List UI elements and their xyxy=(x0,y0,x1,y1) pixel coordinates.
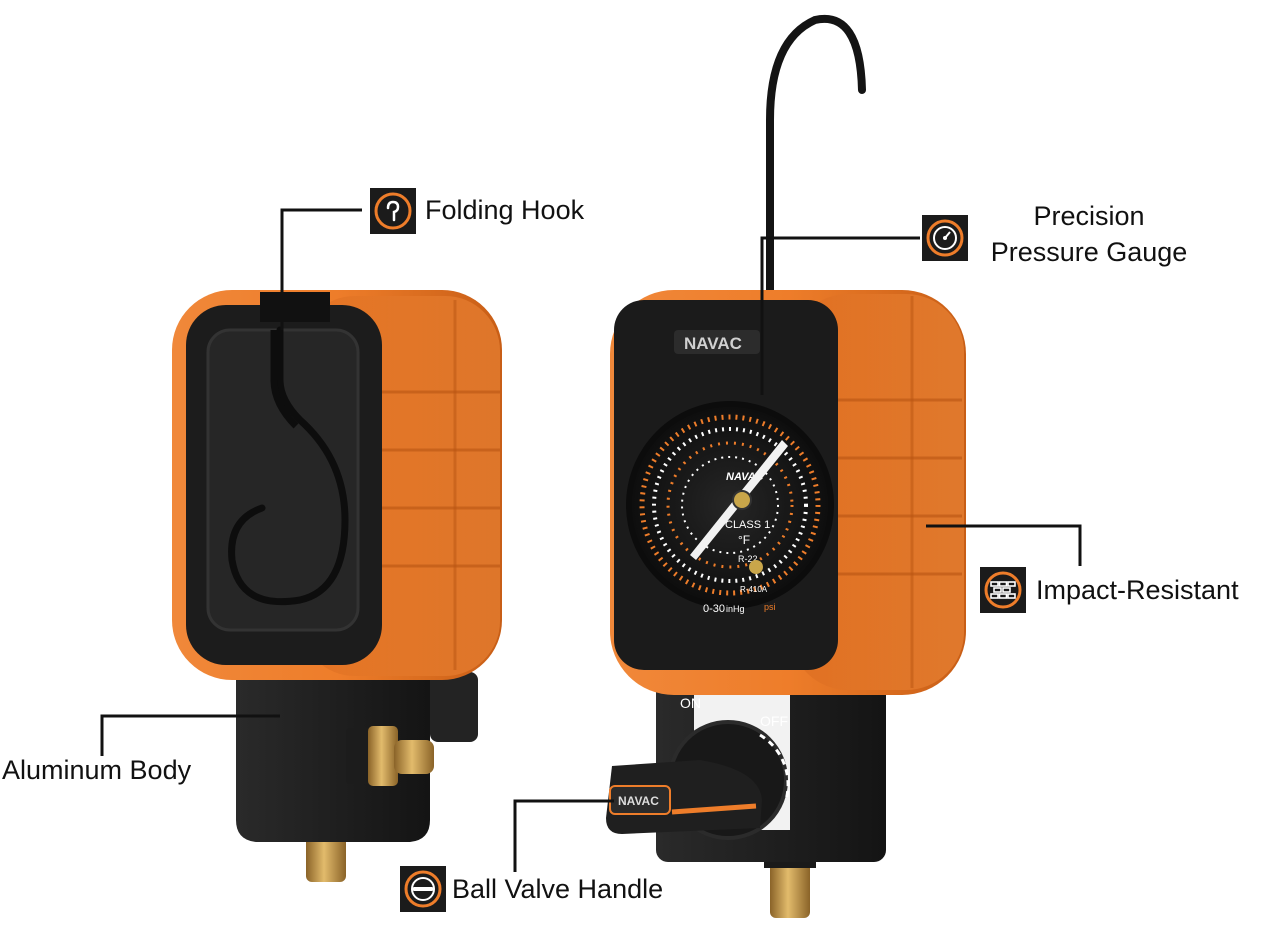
impact-resistant-label: Impact-Resistant xyxy=(1036,575,1239,605)
ball-valve-handle-label: Ball Valve Handle xyxy=(452,874,664,904)
svg-text:°F: °F xyxy=(738,533,750,547)
right-gauge-unit: ON OFF NAVAC NAVAC xyxy=(606,14,966,918)
impact-resistant-line xyxy=(926,524,1082,566)
left-side-fitting xyxy=(346,726,434,786)
svg-text:psi: psi xyxy=(764,602,776,612)
ball-valve-line xyxy=(513,799,614,872)
hook-icon xyxy=(370,188,416,234)
valve-handle-icon xyxy=(400,866,446,912)
callout-lines xyxy=(100,208,1082,872)
svg-text:0-30: 0-30 xyxy=(703,603,725,615)
brick-wall-icon xyxy=(980,567,1026,613)
svg-text:R-22: R-22 xyxy=(738,554,758,564)
left-folded-hook xyxy=(228,326,349,606)
right-bottom-fitting xyxy=(770,858,810,918)
aluminum-body-label: Aluminum Body xyxy=(2,755,192,785)
hanging-hook-wire xyxy=(766,14,866,302)
folding-hook-line xyxy=(280,208,362,330)
pressure-gauge-dial: CLASS 1 °F R-22 R-410A 0-30 inHg psi NAV… xyxy=(626,401,834,615)
svg-text:inHg: inHg xyxy=(726,604,745,614)
valve-off-label: OFF xyxy=(760,713,788,729)
front-brand: NAVAC xyxy=(684,334,742,353)
aluminum-body-line xyxy=(100,714,280,756)
left-aluminum-body xyxy=(236,650,430,842)
gauge-icon xyxy=(922,215,968,261)
folding-hook-label: Folding Hook xyxy=(425,195,585,225)
left-gauge-unit xyxy=(172,290,502,882)
svg-text:CLASS 1: CLASS 1 xyxy=(725,519,770,531)
pressure-gauge-label: Precision Pressure Gauge xyxy=(975,198,1203,271)
pressure-gauge-label-line1: Precision xyxy=(1033,201,1145,231)
valve-on-label: ON xyxy=(680,695,701,711)
ball-valve-handle: NAVAC xyxy=(606,760,762,834)
pressure-gauge-label-line2: Pressure Gauge xyxy=(990,237,1188,268)
handle-brand: NAVAC xyxy=(618,794,659,808)
svg-text:R-410A: R-410A xyxy=(740,585,768,594)
pressure-gauge-line xyxy=(760,236,920,395)
